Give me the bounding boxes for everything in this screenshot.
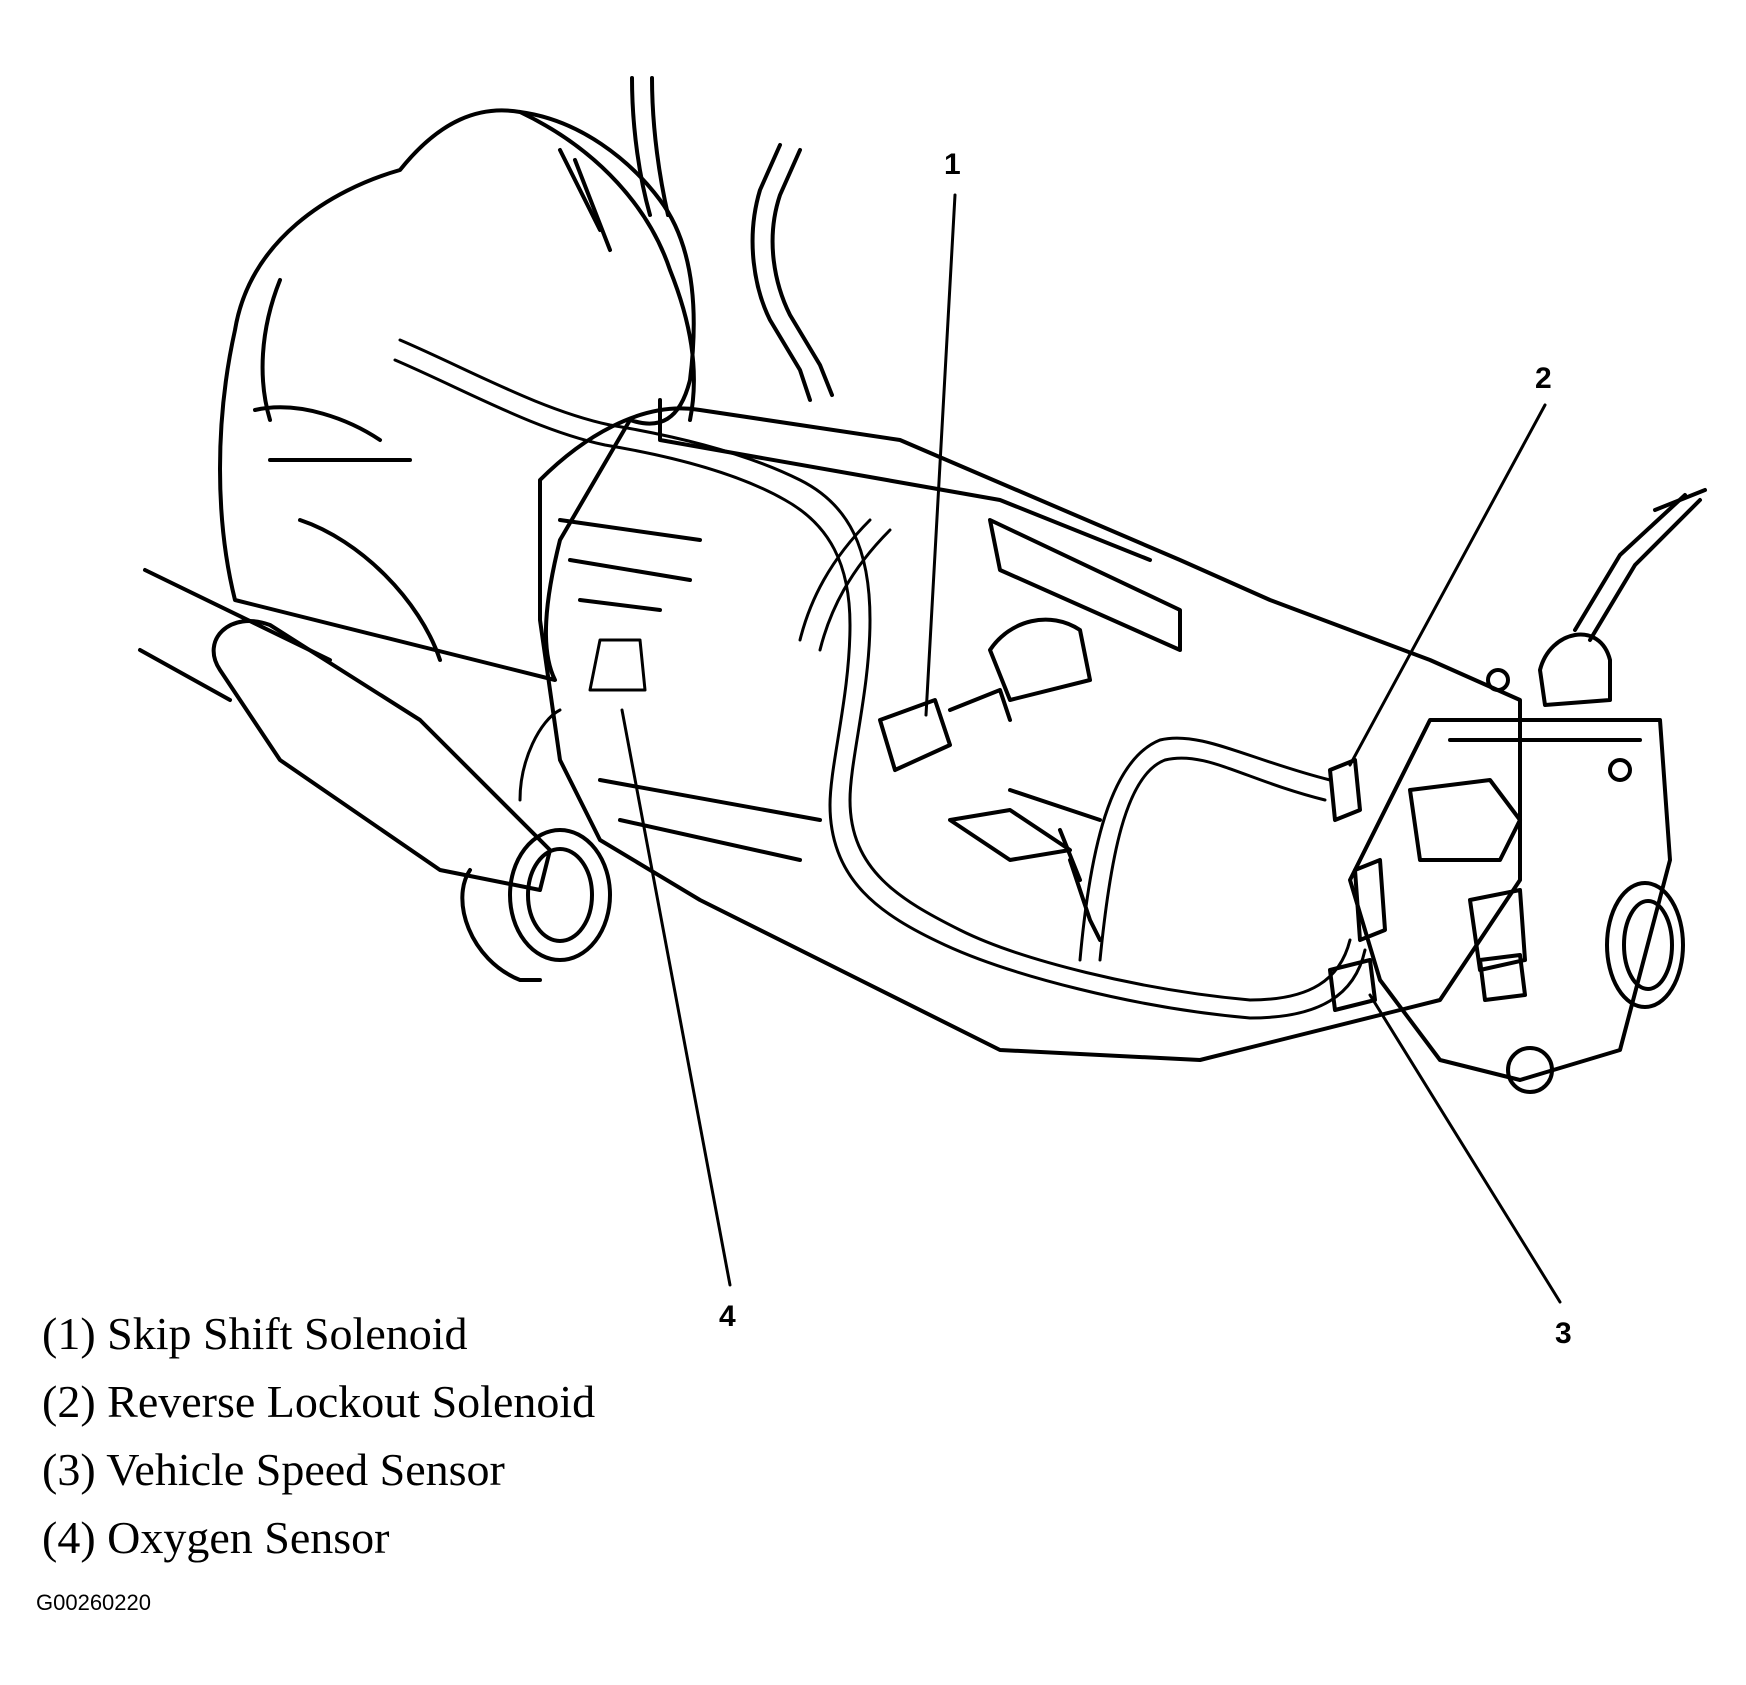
leader-line-2 (1348, 403, 1547, 767)
leader-line-1 (924, 193, 957, 717)
legend-item-reverse-lockout-solenoid: (2) Reverse Lockout Solenoid (42, 1376, 596, 1427)
callout-4: 4 (719, 1300, 736, 1333)
legend: (1) Skip Shift Solenoid (2) Reverse Lock… (42, 1300, 595, 1572)
transmission-case (538, 398, 1522, 1062)
legend-item-vehicle-speed-sensor: (3) Vehicle Speed Sensor (42, 1444, 505, 1495)
leader-line-4 (620, 708, 732, 1287)
leader-lines (620, 193, 1562, 1304)
exhaust-pipe (138, 568, 612, 982)
shifter (1538, 488, 1707, 707)
callout-3: 3 (1555, 1317, 1572, 1350)
callout-1: 1 (944, 148, 961, 181)
leader-line-3 (1368, 993, 1562, 1304)
bell-housing (218, 108, 696, 682)
callout-2: 2 (1535, 362, 1552, 395)
vent-tubes (630, 76, 834, 402)
extension-housing (1348, 668, 1685, 1094)
figure-id: G00260220 (36, 1590, 151, 1615)
legend-item-oxygen-sensor: (4) Oxygen Sensor (42, 1512, 390, 1563)
wiring-harness (393, 338, 1367, 1020)
legend-item-skip-shift-solenoid: (1) Skip Shift Solenoid (42, 1308, 468, 1359)
components (878, 617, 1527, 1012)
